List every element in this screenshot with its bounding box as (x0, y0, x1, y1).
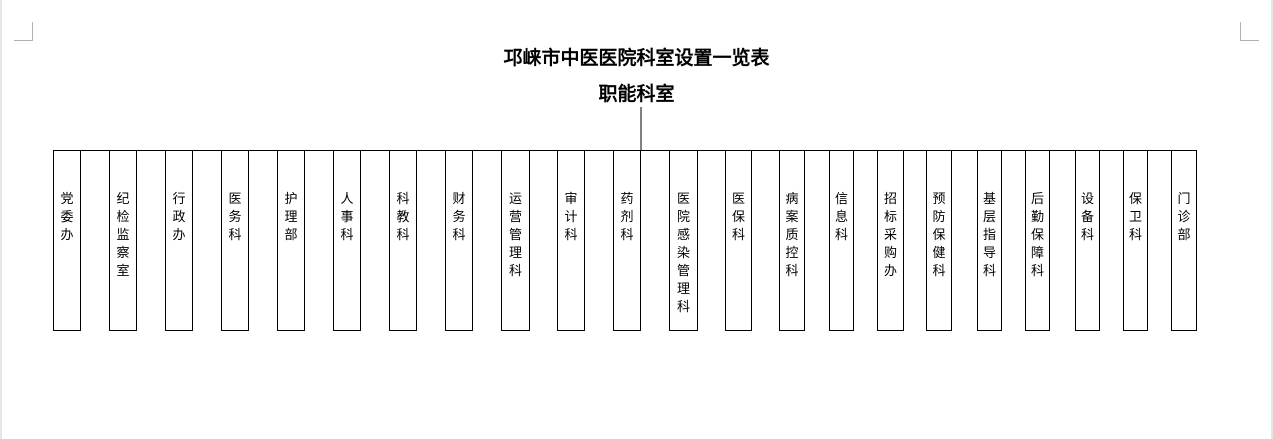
department-label: 审计科 (564, 192, 578, 243)
department-label: 运营管理科 (508, 192, 522, 279)
department-box: 党委办 (53, 150, 81, 331)
department-label: 党委办 (60, 192, 74, 243)
department-label: 财务科 (452, 192, 466, 243)
department-box: 药剂科 (613, 150, 641, 331)
department-label: 后勤保障科 (1030, 192, 1044, 279)
department-box: 医务科 (221, 150, 249, 331)
department-box: 科教科 (389, 150, 417, 331)
department-label: 信息科 (834, 192, 848, 243)
department-box: 人事科 (333, 150, 361, 331)
department-box: 预防保健科 (926, 150, 952, 331)
department-label: 预防保健科 (932, 192, 946, 279)
department-label: 病案质控科 (785, 192, 799, 279)
department-box: 病案质控科 (779, 150, 805, 331)
department-label: 医保科 (731, 192, 745, 243)
department-box: 行政办 (165, 150, 193, 331)
department-box: 基层指导科 (977, 150, 1002, 331)
department-label: 护理部 (284, 192, 298, 243)
department-label: 科教科 (396, 192, 410, 243)
page-right-border (1271, 0, 1273, 439)
department-label: 人事科 (340, 192, 354, 243)
department-label: 设备科 (1080, 192, 1094, 243)
department-box: 医院感染管理科 (669, 150, 698, 331)
department-label: 药剂科 (620, 192, 634, 243)
page-left-border (0, 0, 2, 439)
department-box: 纪检监察室 (109, 150, 137, 331)
root-node-label: 职能科室 (598, 83, 675, 105)
department-box: 财务科 (445, 150, 473, 331)
department-label: 保卫科 (1128, 192, 1142, 243)
department-box: 审计科 (557, 150, 585, 331)
department-box: 信息科 (829, 150, 854, 331)
crop-mark-top-left (14, 22, 33, 41)
department-label: 医务科 (228, 192, 242, 243)
department-label: 纪检监察室 (116, 192, 130, 279)
department-box: 医保科 (725, 150, 752, 331)
department-box: 保卫科 (1123, 150, 1148, 331)
department-label: 行政办 (172, 192, 186, 243)
chart-title: 邛崃市中医医院科室设置一览表 (503, 47, 770, 69)
department-box: 后勤保障科 (1025, 150, 1050, 331)
department-box: 护理部 (277, 150, 305, 331)
department-box: 设备科 (1075, 150, 1100, 331)
department-label: 门诊部 (1177, 192, 1191, 243)
crop-mark-top-right (1240, 22, 1259, 41)
department-box: 门诊部 (1171, 150, 1197, 331)
department-label: 招标采购办 (883, 192, 897, 279)
department-label: 医院感染管理科 (676, 192, 690, 315)
department-label: 基层指导科 (982, 192, 996, 279)
department-box: 运营管理科 (501, 150, 530, 331)
department-box: 招标采购办 (877, 150, 904, 331)
